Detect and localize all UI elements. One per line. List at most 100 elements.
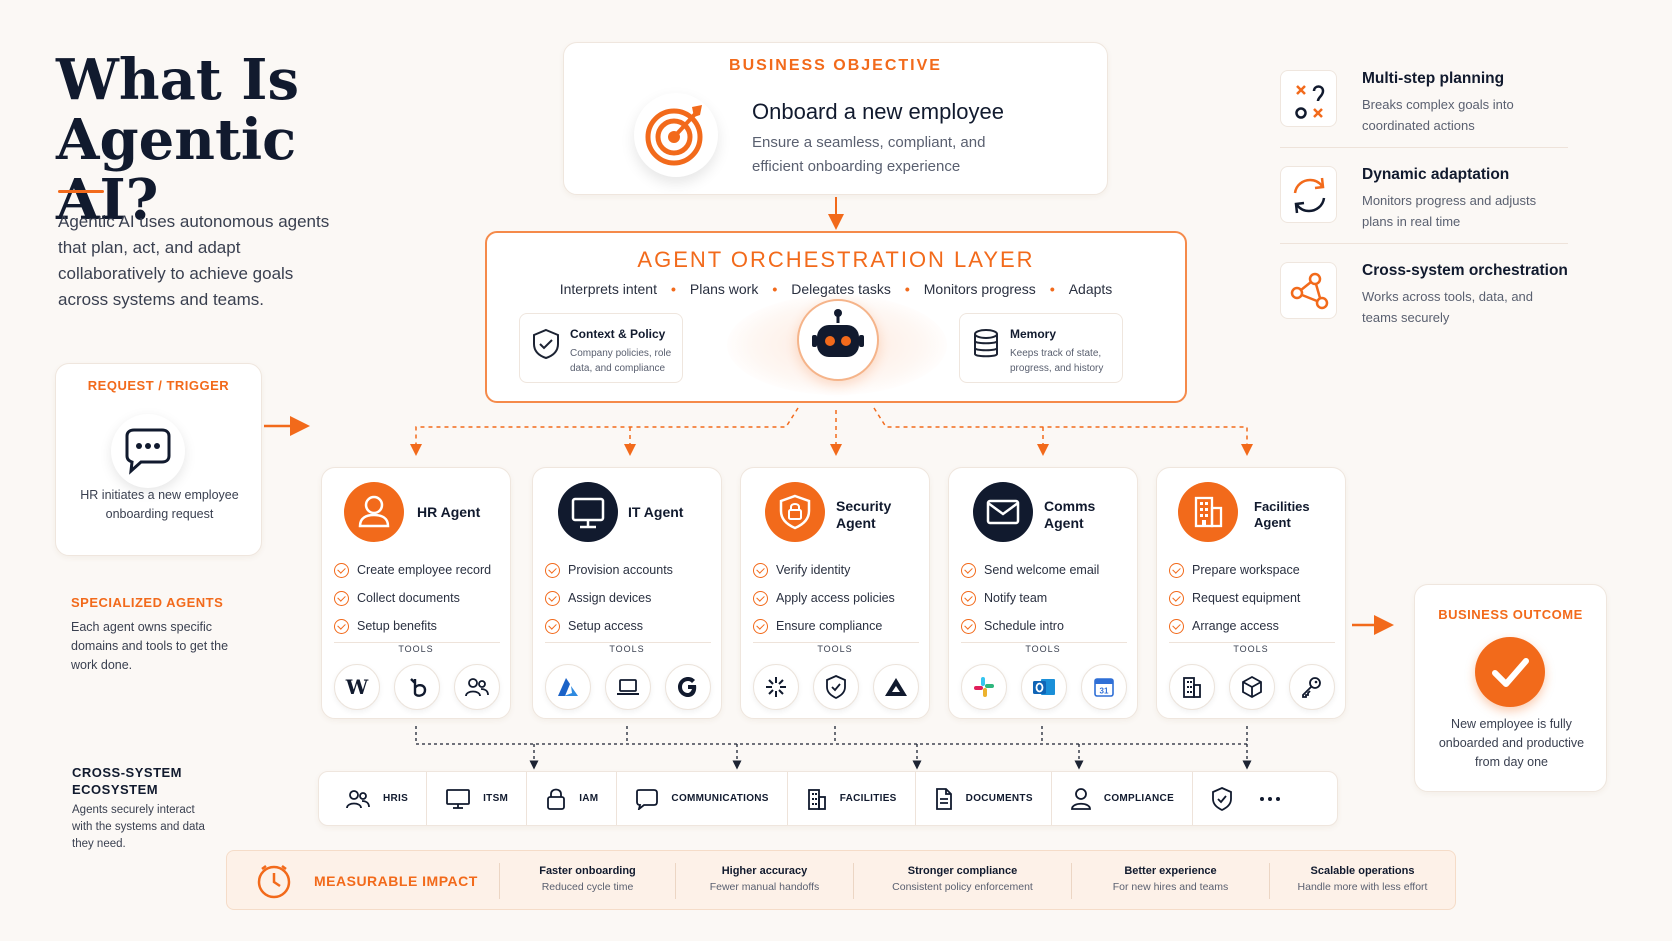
person-icon (1070, 787, 1091, 810)
objective-label: BUSINESS OBJECTIVE (729, 57, 942, 74)
context-description: Company policies, role data, and complia… (570, 348, 672, 374)
ecosystem-item-label: DOCUMENTS (965, 793, 1033, 804)
building-icon (1178, 482, 1238, 542)
feature-description: Breaks complex goals into coordinated ac… (1362, 97, 1514, 133)
check-icon (1475, 637, 1545, 707)
impact-label: MEASURABLE IMPACT (314, 873, 478, 889)
agent-name: IT Agent (628, 504, 684, 520)
feature-title: Cross-system orchestration (1362, 262, 1568, 279)
check-circle-icon (334, 618, 349, 634)
agent-card-comms: Comms Agent Send welcome email Notify te… (948, 467, 1138, 719)
tool-row (545, 664, 711, 710)
ecosystem-item-label: ITSM (483, 793, 509, 804)
tool-row: W (334, 664, 500, 710)
step-adapts: Adapts (1068, 281, 1113, 297)
check-circle-icon (961, 590, 976, 606)
intro-text: Agentic AI uses autonomous agents that p… (58, 212, 330, 309)
feature-title: Dynamic adaptation (1362, 166, 1510, 183)
agent-card-it: IT Agent Provision accounts Assign devic… (532, 467, 722, 719)
feature-description: Monitors progress and adjusts plans in r… (1362, 193, 1537, 229)
shield-icon (532, 328, 560, 365)
task-item: Setup access (545, 612, 673, 640)
task-item: Provision accounts (545, 556, 673, 584)
task-label: Verify identity (776, 563, 851, 577)
task-label: Arrange access (1192, 619, 1279, 633)
asterisk-logo-icon (753, 664, 799, 710)
feature-title: Multi-step planning (1362, 70, 1505, 87)
box-icon (1229, 664, 1275, 710)
check-circle-icon (753, 590, 768, 606)
step-monitors-progress: Monitors progress (923, 281, 1036, 297)
step-separator: • (670, 281, 676, 297)
tool-row (753, 664, 919, 710)
objective-description: Ensure a seamless, compliant, and effici… (752, 134, 986, 175)
task-label: Send welcome email (984, 563, 1100, 577)
b-logo-icon (394, 664, 440, 710)
task-label: Prepare workspace (1192, 563, 1300, 577)
people-icon (454, 664, 500, 710)
shield-check-icon (813, 664, 859, 710)
task-item: Send welcome email (961, 556, 1099, 584)
orchestration-title: AGENT ORCHESTRATION LAYER (637, 247, 1035, 272)
refresh-icon (1280, 166, 1337, 223)
task-label: Provision accounts (568, 563, 673, 577)
check-circle-icon (1169, 618, 1184, 634)
title-underline (58, 190, 104, 193)
feature-cross-system-orchestration: Cross-system orchestration Works across … (1280, 262, 1570, 342)
check-circle-icon (334, 590, 349, 606)
task-item: Arrange access (1169, 612, 1300, 640)
ecosystem-items: HRIS ITSM IAM COMMUNICATIONS FACILITIES … (319, 772, 1337, 825)
feature-multi-step-planning: Multi-step planning Breaks complex goals… (1280, 70, 1570, 150)
feature-description: Works across tools, data, and teams secu… (1362, 289, 1534, 325)
clock-icon (255, 862, 293, 905)
step-separator: • (904, 281, 910, 297)
ecosystem-item-iam: IAM (527, 772, 618, 825)
more-icon[interactable] (1259, 796, 1281, 802)
task-item: Request equipment (1169, 584, 1300, 612)
measurable-impact-bar: MEASURABLE IMPACT Faster onboarding Redu… (226, 850, 1456, 910)
impact-title: Faster onboarding (539, 865, 636, 877)
impact-description: Consistent policy enforcement (892, 881, 1033, 893)
ecosystem-item-label: COMPLIANCE (1103, 793, 1175, 804)
agent-card-hr: HR Agent Create employee record Collect … (321, 467, 511, 719)
task-label: Collect documents (357, 591, 460, 605)
check-circle-icon (545, 590, 560, 606)
divider (753, 642, 919, 643)
step-plans-work: Plans work (689, 281, 759, 297)
impact-item: Faster onboarding Reduced cycle time (499, 863, 675, 899)
impact-description: Fewer manual handoffs (709, 881, 820, 893)
g-logo-icon (665, 664, 711, 710)
agent-name: Comms Agent (1044, 498, 1095, 532)
business-objective-card: BUSINESS OBJECTIVE Onboard a new employe… (563, 42, 1108, 195)
triangle-logo-icon (873, 664, 919, 710)
check-circle-icon (961, 562, 976, 578)
step-interprets-intent: Interprets intent (559, 281, 657, 297)
ecosystem-item-hris: HRIS (319, 772, 428, 825)
office-building-icon (1169, 664, 1215, 710)
shield-lock-icon (765, 482, 825, 542)
task-item: Assign devices (545, 584, 673, 612)
agent-name-line1: Facilities (1254, 499, 1310, 514)
building-icon (807, 788, 826, 810)
impact-title: Stronger compliance (907, 865, 1018, 877)
task-label: Notify team (984, 591, 1048, 605)
task-item: Create employee record (334, 556, 491, 584)
divider (1280, 243, 1568, 244)
agent-name-line2: Agent (1044, 515, 1084, 531)
agent-name-line1: Comms (1044, 498, 1096, 514)
tools-label-text: TOOLS (811, 644, 859, 654)
step-delegates-tasks: Delegates tasks (791, 281, 891, 297)
task-item: Ensure compliance (753, 612, 895, 640)
tools-label: TOOLS (322, 644, 510, 654)
target-icon (634, 93, 718, 177)
impact-description: Reduced cycle time (541, 881, 634, 893)
memory-box: Memory Keeps track of state, progress, a… (959, 313, 1123, 383)
tools-label: TOOLS (533, 644, 721, 654)
task-label: Request equipment (1192, 591, 1301, 605)
specialized-agents-description: Each agent owns specific domains and too… (71, 620, 229, 672)
feature-dynamic-adaptation: Dynamic adaptation Monitors progress and… (1280, 166, 1570, 246)
share-icon (1280, 262, 1337, 319)
task-item: Collect documents (334, 584, 491, 612)
tools-label-text: TOOLS (1227, 644, 1275, 654)
